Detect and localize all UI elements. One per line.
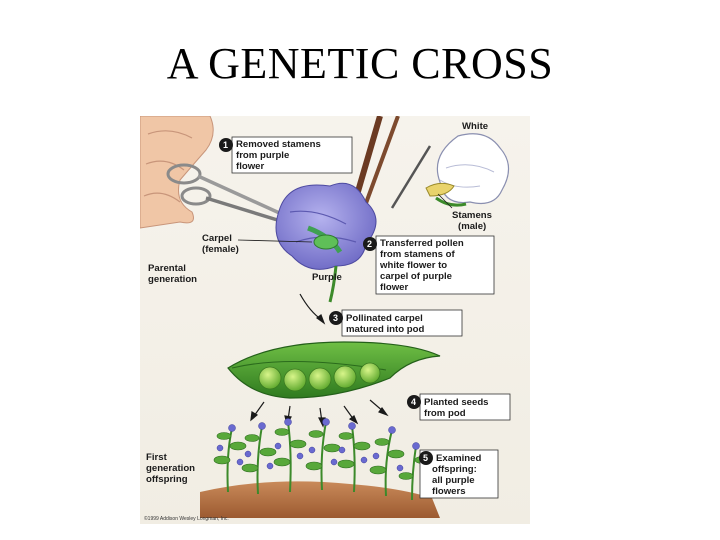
step-1-line-3: flower — [236, 161, 265, 172]
step-2-number: 2 — [367, 239, 372, 249]
step-2-callout: 2 Transferred pollen from stamens of whi… — [363, 235, 495, 295]
pea-seed — [333, 365, 357, 389]
purple-flower — [275, 182, 377, 303]
step-4-line-2: from pod — [424, 408, 466, 419]
step-5-line-3: all purple — [432, 475, 475, 486]
step-3-number: 3 — [333, 313, 338, 323]
label-parental: Parental — [148, 263, 186, 274]
step-5-badge — [419, 451, 433, 465]
pea-seed — [283, 368, 307, 392]
slide-title: A GENETIC CROSS — [166, 39, 554, 88]
step-1-badge — [219, 138, 233, 152]
step-3-badge — [329, 311, 343, 325]
hand-illustration — [140, 116, 214, 229]
label-carpel: Carpel — [202, 233, 232, 244]
step-3-callout: 3 Pollinated carpel matured into pod — [329, 309, 463, 337]
step-1-line-1: Removed stamens — [236, 139, 321, 150]
step-2-line-3: white flower to — [379, 260, 447, 271]
label-stamens: Stamens — [452, 210, 492, 221]
step-4-number: 4 — [411, 397, 416, 407]
white-flower — [425, 133, 510, 207]
step-2-line-4: carpel of purple — [380, 271, 452, 282]
label-first-generation: generation — [146, 463, 195, 474]
step-4-callout: 4 Planted seeds from pod — [407, 393, 511, 421]
step-5-line-4: flowers — [432, 486, 466, 497]
label-carpel-female: (female) — [202, 244, 239, 255]
step-3-line-1: Pollinated carpel — [346, 313, 423, 324]
label-generation: generation — [148, 274, 197, 285]
step-1-callout: 1 Removed stamens from purple flower — [219, 136, 353, 174]
step-5-line-2: offspring: — [432, 464, 477, 475]
genetic-cross-figure: White Stamens (male) Carpel (female) Par… — [140, 116, 530, 524]
step-5-number: 5 — [423, 453, 428, 463]
step-3-line-2: matured into pod — [346, 324, 424, 335]
label-offspring: offspring — [146, 474, 188, 485]
step-2-line-2: from stamens of — [380, 249, 455, 260]
step-5-line-1: Examined — [436, 453, 481, 464]
step-2-badge — [363, 237, 377, 251]
pea-seed — [258, 366, 282, 390]
label-stamens-male: (male) — [458, 221, 486, 232]
pea-seed — [308, 367, 332, 391]
label-white: White — [462, 121, 488, 132]
step-2-line-5: flower — [380, 282, 409, 293]
copyright-text: ©1999 Addison Wesley Longman, Inc. — [144, 515, 229, 522]
step-2-line-1: Transferred pollen — [380, 238, 464, 249]
label-first: First — [146, 452, 168, 463]
pea-seed — [359, 362, 381, 384]
offspring-plants — [200, 418, 440, 518]
step-5-callout: 5 Examined offspring: all purple flowers — [419, 449, 499, 499]
step-4-line-1: Planted seeds — [424, 397, 489, 408]
pea-pod — [227, 341, 441, 399]
step-4-badge — [407, 395, 421, 409]
step-1-number: 1 — [223, 140, 228, 150]
step-1-line-2: from purple — [236, 150, 289, 161]
label-purple: Purple — [312, 272, 342, 283]
